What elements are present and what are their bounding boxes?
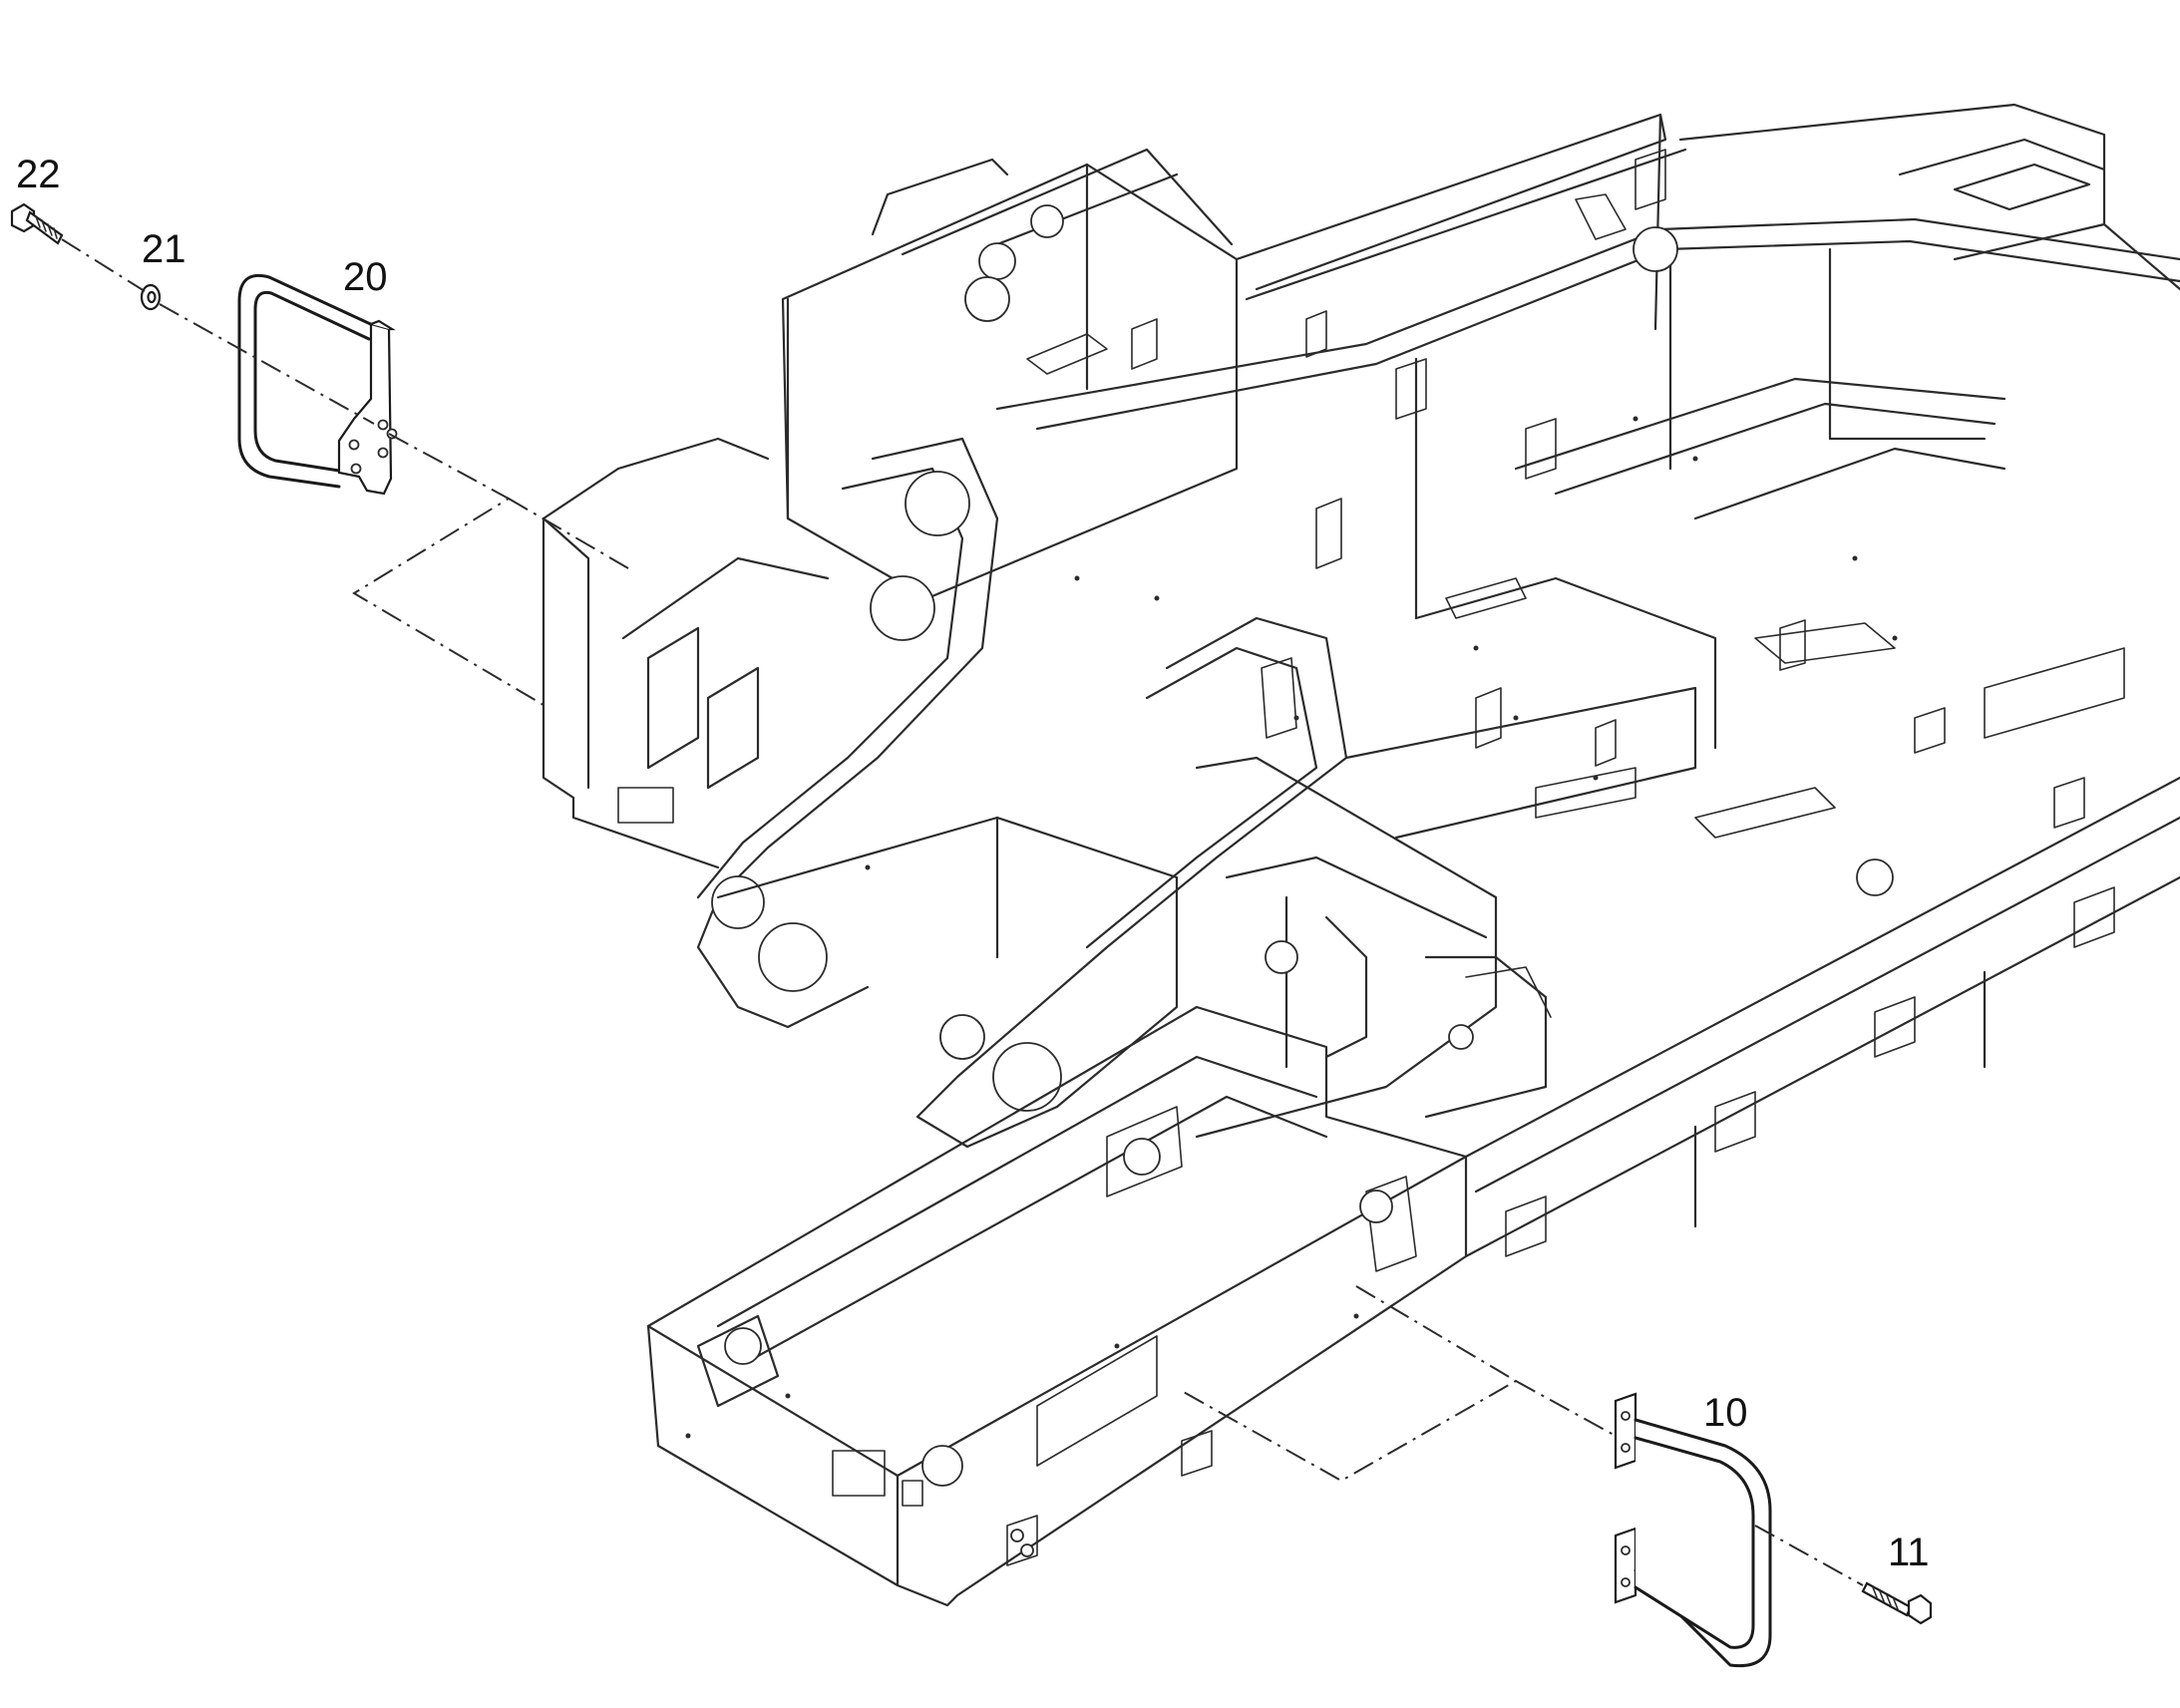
callout-21: 21 (142, 227, 186, 271)
chassis-frame (542, 103, 2180, 1607)
callout-11: 11 (1888, 1531, 1930, 1574)
assembly-lines (61, 238, 1864, 1586)
callout-10: 10 (1703, 1391, 1748, 1435)
washer-21 (140, 283, 162, 311)
callout-labels: 22 21 20 10 11 (16, 153, 1930, 1574)
bolt-22 (10, 202, 64, 245)
callout-22: 22 (16, 153, 61, 196)
handrail-20 (237, 274, 398, 496)
handrail-10 (1614, 1392, 1772, 1668)
callout-20: 20 (343, 255, 388, 299)
bolt-11 (1861, 1581, 1933, 1625)
